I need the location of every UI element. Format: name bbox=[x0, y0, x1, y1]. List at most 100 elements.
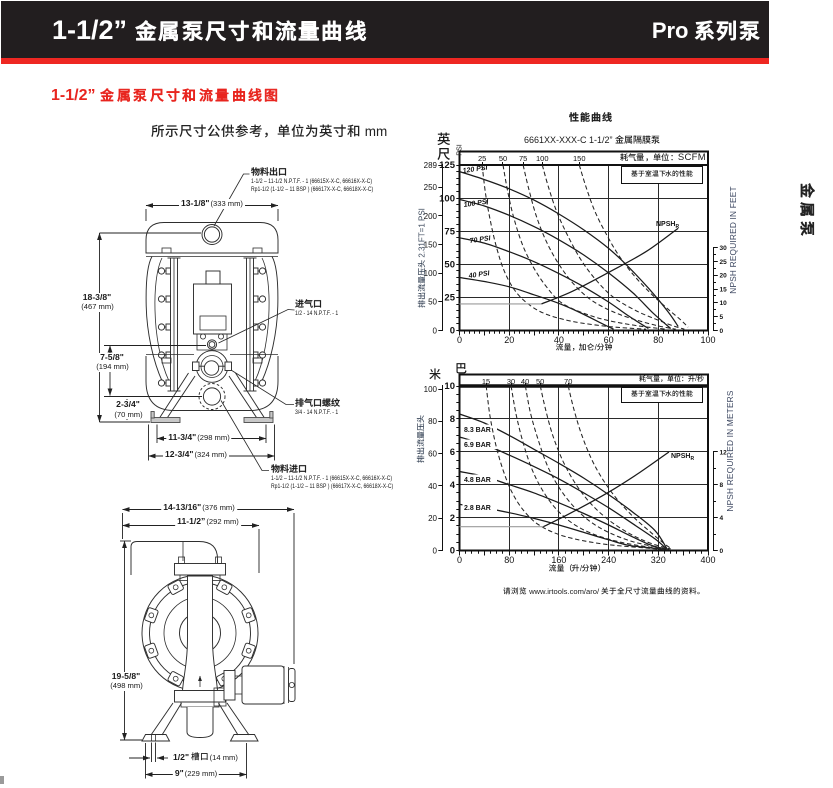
page-title-size: 1-1/2” bbox=[52, 15, 128, 45]
svg-text:100: 100 bbox=[439, 193, 455, 204]
series-brand: Pro bbox=[651, 18, 689, 43]
curve-100-psi bbox=[459, 198, 672, 329]
dim-mm: (14 mm) bbox=[209, 752, 238, 762]
section-title: 1-1/2” bbox=[51, 87, 281, 104]
dim-mm: (467 mm) bbox=[81, 302, 114, 311]
dim-front-low: 2-3/4"(70 mm) bbox=[111, 399, 145, 419]
chart2-bar-header bbox=[455, 362, 467, 376]
chart1-legend bbox=[621, 166, 703, 184]
svg-text:8: 8 bbox=[450, 414, 455, 425]
air-axis-label-unit: SCFM bbox=[677, 152, 706, 163]
svg-text:70: 70 bbox=[564, 377, 572, 386]
svg-text:NPSHR: NPSHR bbox=[656, 221, 679, 230]
page-edge-mark bbox=[0, 776, 4, 784]
svg-text:289: 289 bbox=[424, 161, 438, 170]
dim-mm: (298 mm) bbox=[197, 433, 230, 442]
curve-npsh bbox=[541, 227, 679, 305]
curve-100 bbox=[541, 164, 685, 330]
chart2-air-axis-label: / bbox=[639, 374, 704, 385]
callout-air-inlet: 1/2 - 14 N.P.T.F. - 1 bbox=[295, 298, 353, 319]
curve-25 bbox=[481, 164, 646, 330]
svg-text:200: 200 bbox=[424, 212, 438, 221]
dim-mm: (333 mm) bbox=[210, 199, 243, 208]
dim-side-height: 19-5/8"(498 mm) bbox=[107, 670, 145, 691]
dim-value: 13-1/8" bbox=[181, 198, 210, 208]
curve-75 bbox=[522, 164, 676, 330]
curve-120-psi bbox=[459, 171, 679, 327]
chart1-y-axis-label: 2.31FT=1 PSI bbox=[417, 208, 426, 308]
dim-mm: (292 mm) bbox=[206, 516, 239, 526]
dim-mm: (324 mm) bbox=[194, 450, 227, 459]
svg-text:20: 20 bbox=[428, 514, 437, 523]
svg-text:100 PSI: 100 PSI bbox=[463, 198, 490, 209]
svg-text:100: 100 bbox=[424, 385, 438, 394]
front-view bbox=[97, 173, 295, 471]
svg-text:0: 0 bbox=[720, 328, 724, 335]
callout-spec-line: Rp1-1/2 (1-1/2 – 11 BSP ) (66617X-X-C, 6… bbox=[250, 186, 373, 194]
chart1-psi-header: PSI bbox=[454, 144, 463, 156]
dim-side-slot: 1/2" (14 mm) bbox=[171, 752, 240, 763]
svg-text:0: 0 bbox=[450, 326, 455, 337]
chart2-meters-header bbox=[429, 368, 441, 382]
svg-text:6.9 BAR: 6.9 BAR bbox=[464, 442, 491, 449]
curve-40-psi bbox=[459, 276, 614, 330]
svg-text:60: 60 bbox=[604, 335, 614, 345]
side-view bbox=[120, 507, 296, 779]
chart1-air-axis-label: SCFM bbox=[620, 152, 706, 164]
dim-front-mid: 7-5/8"(194 mm) bbox=[93, 352, 131, 372]
curve-50 bbox=[539, 385, 671, 550]
svg-text:100: 100 bbox=[700, 335, 715, 345]
dim-front-height: 18-3/8"(467 mm) bbox=[78, 292, 116, 312]
svg-text:10: 10 bbox=[444, 381, 455, 392]
dim-value: 12-3/4" bbox=[165, 449, 194, 459]
svg-text:60: 60 bbox=[428, 450, 437, 459]
series-label: Pro bbox=[652, 1, 761, 58]
svg-text:50: 50 bbox=[499, 154, 507, 163]
series-suffix bbox=[694, 19, 762, 43]
svg-text:25: 25 bbox=[478, 154, 486, 163]
page-title: 1-1/2” bbox=[52, 1, 368, 58]
dim-front-feet-inner: 11-3/4"(298 mm) bbox=[166, 432, 232, 443]
chart2-x-axis-label: / bbox=[548, 564, 606, 573]
air-axis-label-cn bbox=[620, 152, 678, 162]
chart1-title bbox=[569, 111, 613, 124]
svg-text:15: 15 bbox=[720, 286, 728, 293]
side-tab-metal-pumps bbox=[779, 183, 833, 238]
svg-text:4.8 BAR: 4.8 BAR bbox=[464, 477, 491, 484]
svg-text:50: 50 bbox=[428, 298, 437, 307]
chart1-x-axis-label: / bbox=[555, 343, 613, 352]
svg-text:12: 12 bbox=[720, 449, 728, 456]
dim-front-width: 13-1/8"(333 mm) bbox=[179, 198, 245, 209]
curve-40 bbox=[524, 385, 670, 550]
callout-material-outlet: 1-1/2 – 11-1/2 N.P.T.F. - 1 (66615X-X-C,… bbox=[250, 166, 414, 195]
chart1-npsh-axis-label: NPSH REQUIRED IN FEET bbox=[728, 186, 738, 294]
chart1-feet-header bbox=[437, 132, 451, 161]
dim-value: 9" bbox=[174, 768, 184, 778]
callout-exhaust: 3/4 - 14 N.P.T.F. - 1 bbox=[295, 397, 353, 418]
svg-text:8: 8 bbox=[720, 482, 724, 489]
dim-mm: (194 mm) bbox=[96, 362, 129, 371]
svg-text:5: 5 bbox=[720, 314, 724, 321]
svg-text:0: 0 bbox=[720, 548, 724, 555]
svg-text:30: 30 bbox=[507, 377, 515, 386]
curve-150 bbox=[578, 164, 689, 328]
curve-70-psi bbox=[459, 237, 649, 330]
svg-text:40: 40 bbox=[428, 482, 437, 491]
svg-text:75: 75 bbox=[519, 154, 527, 163]
svg-text:6: 6 bbox=[450, 447, 455, 458]
curve-50 bbox=[502, 164, 666, 330]
dim-mm: (229 mm) bbox=[184, 769, 218, 778]
callout-spec-line: 1/2 - 14 N.P.T.F. - 1 bbox=[295, 310, 339, 317]
dim-value: 19-5/8" bbox=[111, 670, 141, 681]
dim-front-feet-outer: 12-3/4"(324 mm) bbox=[163, 449, 229, 460]
page-title-text bbox=[135, 20, 368, 44]
dim-value: 11-1/2” bbox=[177, 515, 206, 526]
dim-value: 1/2" bbox=[173, 752, 209, 762]
svg-text:50: 50 bbox=[444, 260, 455, 271]
svg-text:75: 75 bbox=[444, 226, 455, 237]
air-axis-label-cn: / bbox=[639, 374, 704, 383]
dim-value: 2-3/4" bbox=[116, 399, 140, 409]
